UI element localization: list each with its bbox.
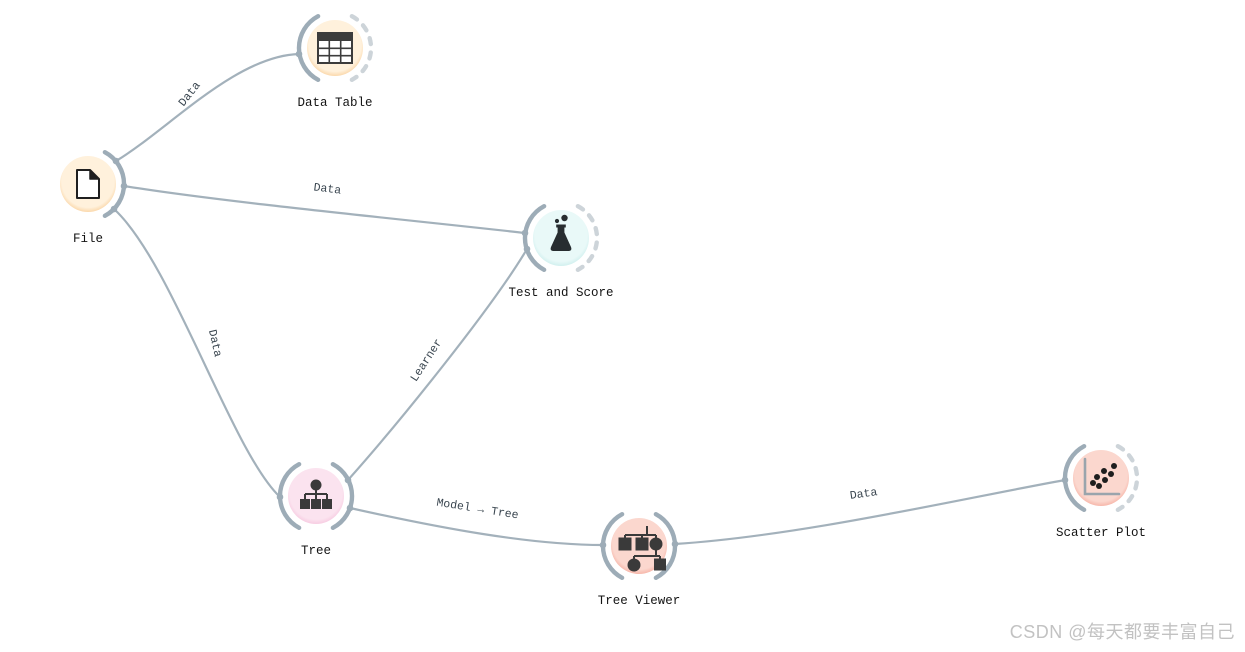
edge-label: Model → Tree <box>435 497 519 523</box>
node-label: Scatter Plot <box>1056 526 1146 540</box>
node-test-and-score[interactable]: Test and Score <box>508 204 614 300</box>
node-label: File <box>73 232 103 246</box>
input-anchor-arc[interactable] <box>1062 444 1087 512</box>
edge-file-to-data-table[interactable] <box>115 52 300 162</box>
tree-icon <box>300 479 332 509</box>
edge-file-to-tree[interactable] <box>113 208 281 498</box>
node-label: Tree <box>301 544 331 558</box>
scatter-plot-icon <box>1083 457 1121 496</box>
output-anchor-arc[interactable] <box>653 512 678 580</box>
input-anchor-arc[interactable] <box>296 14 321 82</box>
edge-tree-viewer-to-scatter-plot[interactable] <box>674 478 1066 546</box>
node-label: Data Table <box>297 96 372 110</box>
input-anchor-arc[interactable] <box>522 204 547 272</box>
edge-label: Data <box>313 181 342 197</box>
edge-label: Data <box>205 329 224 359</box>
node-scatter-plot[interactable]: Scatter Plot <box>1056 444 1146 540</box>
node-label: Tree Viewer <box>598 594 681 608</box>
node-tree[interactable]: Tree <box>277 462 355 558</box>
edge-tree-to-tree-viewer[interactable] <box>349 506 604 547</box>
data-table-icon <box>317 32 353 64</box>
edge-label: Data <box>849 486 878 503</box>
input-anchor-arc[interactable] <box>600 512 625 580</box>
node-file[interactable]: File <box>60 150 127 246</box>
node-circle[interactable] <box>1073 450 1129 506</box>
input-anchor-arc[interactable] <box>277 462 302 530</box>
node-data-table[interactable]: Data Table <box>296 14 374 110</box>
edge-label: Learner <box>408 337 445 385</box>
edge-label: Data <box>176 80 203 110</box>
output-anchor-arc[interactable] <box>102 150 127 218</box>
tree-viewer-icon <box>618 526 666 572</box>
file-icon <box>76 169 100 199</box>
node-label: Test and Score <box>508 286 613 300</box>
node-tree-viewer[interactable]: Tree Viewer <box>598 512 681 608</box>
flask-icon <box>550 214 572 251</box>
edge-file-to-test-and-score[interactable] <box>123 184 526 235</box>
output-anchor-arc[interactable] <box>330 462 355 530</box>
edge-tree-to-test-and-score[interactable] <box>347 248 528 481</box>
watermark: CSDN @每天都要丰富自己 <box>1009 622 1235 642</box>
